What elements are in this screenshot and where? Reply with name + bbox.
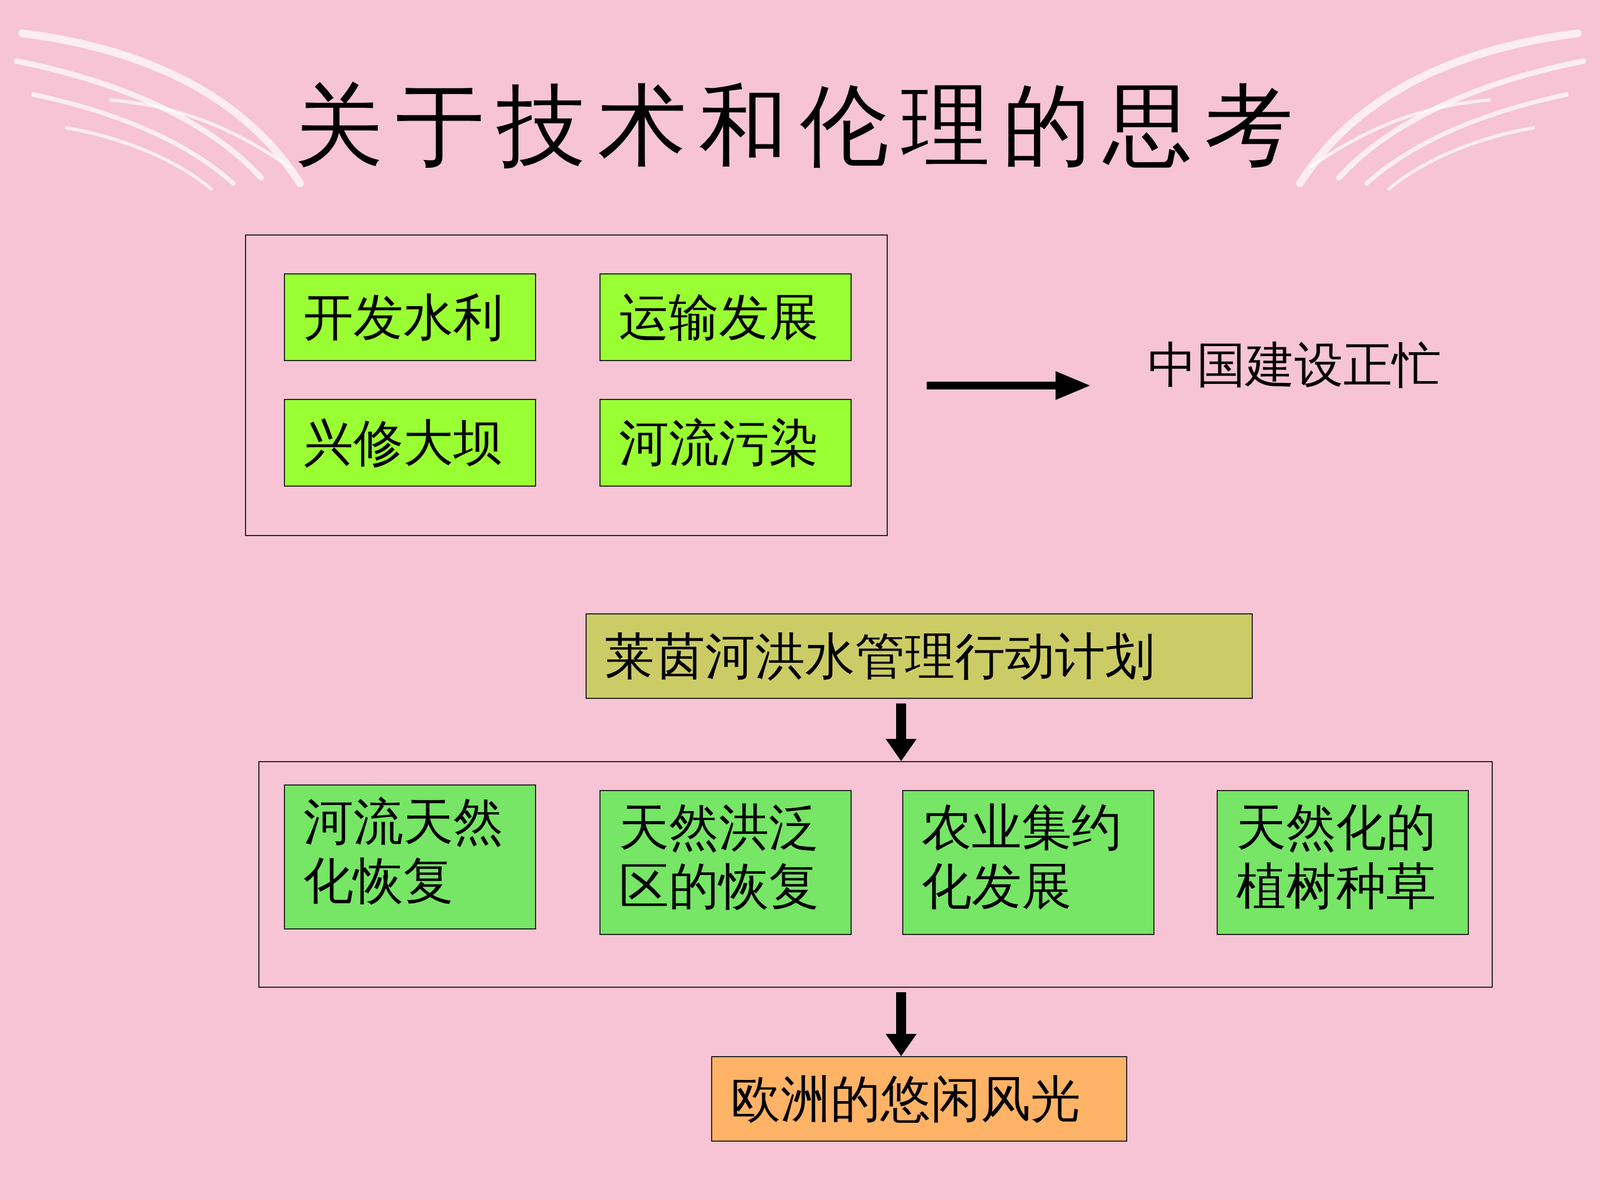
measure-box: 天然化的 植树种草	[1216, 790, 1469, 935]
process-box: 运输发展	[599, 273, 852, 362]
box-text: 运输发展	[618, 287, 833, 347]
flow-arrow	[885, 992, 917, 1057]
process-box: 河流污染	[599, 398, 852, 487]
page-title: 关于技术和伦理的思考	[0, 66, 1600, 187]
arrow-to-label	[926, 371, 1090, 400]
arrow-shaft	[896, 703, 907, 740]
flow-arrow	[885, 703, 917, 762]
arrow-shaft	[896, 992, 907, 1035]
box-text: 农业集约 化发展	[921, 797, 1135, 916]
result-box: 欧洲的悠闲风光	[711, 1056, 1128, 1142]
plan-box: 莱茵河洪水管理行动计划	[585, 613, 1253, 699]
wing-left	[16, 33, 300, 189]
box-text: 天然化的 植树种草	[1236, 797, 1450, 916]
box-text: 天然洪泛 区的恢复	[618, 797, 833, 916]
box-text: 莱茵河洪水管理行动计划	[605, 626, 1234, 686]
box-text: 河流天然 化恢复	[303, 792, 517, 910]
measure-box: 农业集约 化发展	[902, 790, 1155, 935]
wing-right	[1300, 33, 1584, 189]
group-box: 河流天然 化恢复天然洪泛 区的恢复农业集约 化发展天然化的 植树种草	[258, 761, 1493, 988]
process-box: 兴修大坝	[283, 398, 537, 487]
arrow-head	[885, 1033, 917, 1057]
group-box: 开发水利 运输发展兴修大坝 河流污染	[245, 234, 888, 537]
measure-box: 河流天然 化恢复	[283, 784, 537, 930]
box-text: 开发水利	[303, 287, 517, 347]
arrow-head	[885, 738, 917, 762]
box-text: 欧洲的悠闲风光	[730, 1069, 1108, 1129]
note-label: 中国建设正忙	[1147, 332, 1442, 399]
process-box: 开发水利	[283, 273, 537, 362]
box-text: 兴修大坝	[303, 413, 517, 473]
box-text: 河流污染	[618, 413, 833, 473]
measure-box: 天然洪泛 区的恢复	[599, 790, 852, 935]
